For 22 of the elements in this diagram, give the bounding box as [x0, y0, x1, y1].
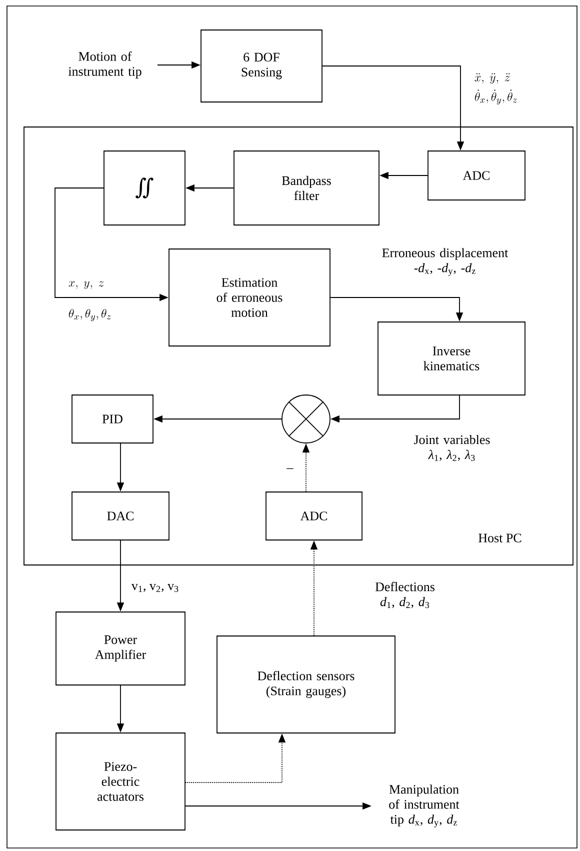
- edge-label: $\begin{array}{l}\ddot{x},\ \ddot{y},\ \ddot{z}\\[4pt]\dot{\theta}_x,\dot{\theta}_y,\dot{\theta}_z\end{array}$: [474, 73, 517, 104]
- edge-label: Erroneous displacement -d$_{x}$, -d$_{y}$, -d$_{z}$: [382, 248, 508, 276]
- summing-junction: [282, 394, 330, 444]
- process-box: Deflection sensors (Strain gauges): [216, 636, 396, 734]
- process-box: ADC: [266, 492, 362, 540]
- text-label: Motion of instrument tip: [68, 52, 142, 78]
- process-box: Bandpass filter: [234, 150, 380, 226]
- process-box: PID: [72, 394, 154, 444]
- process-box: Power Amplifier: [56, 612, 186, 686]
- process-box: ∬: [104, 150, 186, 226]
- process-box: ADC: [428, 150, 526, 200]
- edge-label: –: [286, 468, 294, 469]
- text-label: Manipulation of instrument tip d$_{x}$, d$_{y}$, d$_{z}$: [389, 784, 460, 828]
- process-box: 6 DOF Sensing: [200, 30, 322, 102]
- process-box: Inverse kinematics: [378, 322, 526, 396]
- edge-label: $\begin{array}{l}x,\ y,\ z\\[16pt]\theta_x,\theta_y,\theta_z\end{array}$: [68, 281, 111, 322]
- process-box: Estimation of erroneous motion: [168, 248, 330, 346]
- process-box: DAC: [72, 492, 170, 540]
- edge-label: v$_{1}$, v$_{2}$, v$_{3}$: [131, 584, 178, 592]
- edge-label: Deflections d$_{1}$, d$_{2}$, d$_{3}$: [375, 582, 434, 608]
- edge-label: Joint variables λ$_{1}$, λ$_{2}$, λ$_{3}$: [414, 435, 490, 462]
- process-box: Piezo-electric actuators: [56, 732, 186, 830]
